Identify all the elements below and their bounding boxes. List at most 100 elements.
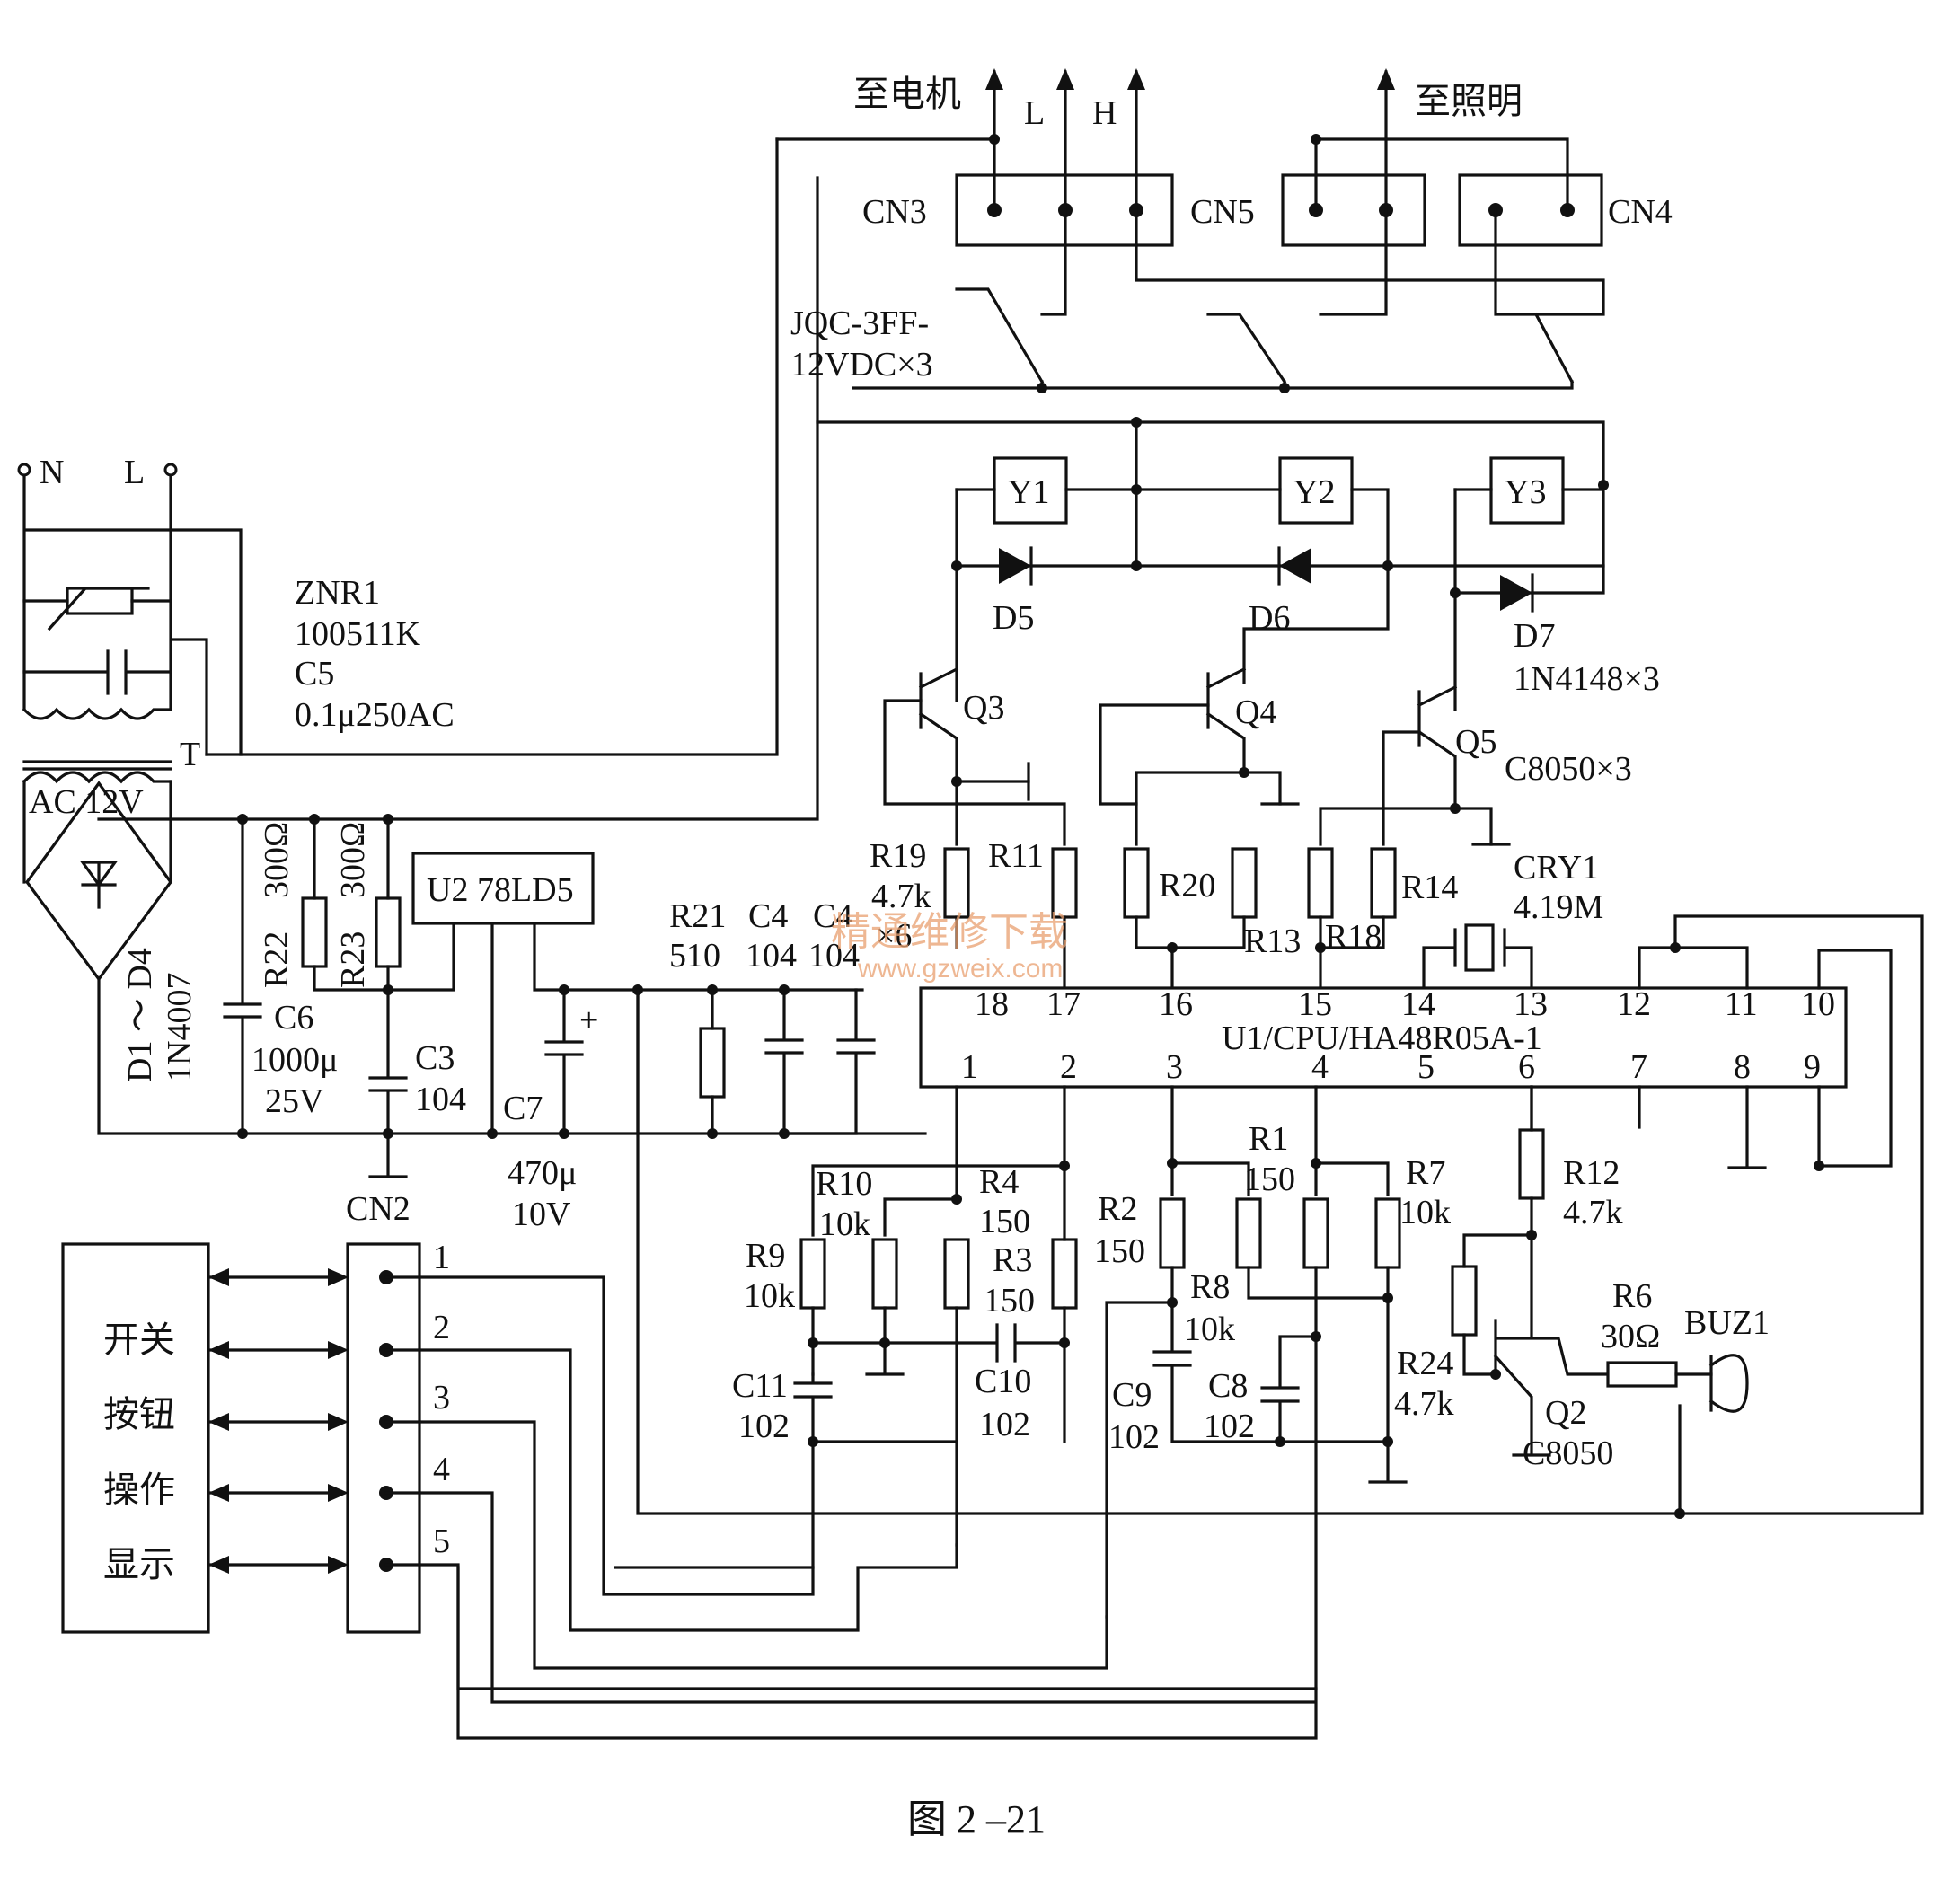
label-r24-value: 4.7k xyxy=(1394,1385,1454,1423)
pin-2: 2 xyxy=(1060,1048,1077,1086)
label-cn5: CN5 xyxy=(1190,193,1255,231)
label-ac12v: AC 12V xyxy=(29,783,144,821)
pin-17: 17 xyxy=(1046,985,1081,1023)
relay-model-line2: 12VDC×3 xyxy=(790,346,933,384)
label-r7-value: 10k xyxy=(1399,1194,1451,1231)
label-cry1: CRY1 xyxy=(1514,849,1599,887)
label-r11: R11 xyxy=(988,837,1044,875)
label-u2: U2 78LD5 xyxy=(427,871,574,909)
label-q2: Q2 xyxy=(1545,1394,1586,1432)
cpu-right-wiring xyxy=(636,914,1924,1519)
label-r21: R21 xyxy=(669,897,726,935)
label-c4a-value: 104 xyxy=(746,937,797,975)
pin-6: 6 xyxy=(1518,1048,1535,1086)
label-cn3: CN3 xyxy=(862,193,927,231)
label-c4-count: ×6 xyxy=(876,917,912,955)
label-znr1: ZNR1 xyxy=(295,574,380,612)
label-r2: R2 xyxy=(1098,1190,1137,1228)
label-r6: R6 xyxy=(1612,1277,1652,1315)
resistor-r13 xyxy=(1231,847,1258,919)
label-r23-value: 300Ω xyxy=(334,822,372,898)
pin-16: 16 xyxy=(1159,985,1193,1023)
label-c8: C8 xyxy=(1208,1367,1248,1405)
resistor-r9 xyxy=(799,1238,826,1310)
label-cn4: CN4 xyxy=(1608,193,1673,231)
keyboard-network xyxy=(614,1085,1078,1569)
resistor-r24 xyxy=(1451,1265,1478,1337)
label-diode-type: 1N4148×3 xyxy=(1514,660,1660,698)
label-r12: R12 xyxy=(1563,1154,1620,1192)
pin-10: 10 xyxy=(1801,985,1835,1023)
label-c9: C9 xyxy=(1112,1376,1152,1414)
label-bridge: D1 ～ D4 xyxy=(121,948,159,1082)
watermark-text: 精通维修下载 xyxy=(831,910,1068,954)
resistor-r14 xyxy=(1370,847,1397,919)
label-r20: R20 xyxy=(1159,867,1215,905)
label-t: T xyxy=(180,736,200,773)
relay-model-line1: JQC-3FF- xyxy=(790,305,929,342)
varistor-znr1 xyxy=(66,587,134,615)
cn2-pin-2: 2 xyxy=(433,1309,450,1346)
pin-1: 1 xyxy=(961,1048,978,1086)
label-cpu: U1/CPU/HA48R05A-1 xyxy=(1222,1019,1542,1057)
crystal-cry1 xyxy=(1422,923,1533,990)
output-connectors xyxy=(775,68,1605,393)
label-r22-value: 300Ω xyxy=(258,822,296,898)
panel-cn2-links xyxy=(208,1268,1318,1740)
label-r2-value: 150 xyxy=(1094,1232,1145,1270)
resistor-r22 xyxy=(301,896,328,968)
pin-8: 8 xyxy=(1734,1048,1751,1086)
control-panel-box xyxy=(61,1242,210,1634)
resistor-r7 xyxy=(1374,1197,1401,1269)
label-c10-value: 102 xyxy=(979,1406,1030,1443)
figure-caption: 图 2 –21 xyxy=(907,1797,1046,1841)
label-c5: C5 xyxy=(295,655,334,693)
label-d6: D6 xyxy=(1249,599,1290,637)
label-r18: R18 xyxy=(1325,918,1382,956)
pin-9: 9 xyxy=(1804,1048,1821,1086)
label-r19: R19 xyxy=(870,837,926,875)
label-cry1-value: 4.19M xyxy=(1514,888,1603,926)
cn2-pin-5: 5 xyxy=(433,1523,450,1560)
panel-line-switch: 开关 xyxy=(103,1320,175,1360)
label-d5: D5 xyxy=(993,599,1034,637)
label-r24: R24 xyxy=(1397,1345,1453,1382)
pin-11: 11 xyxy=(1725,985,1758,1023)
label-c9-value: 102 xyxy=(1108,1418,1160,1456)
watermark-url: www.gzweix.com xyxy=(857,954,1063,984)
cn2-pin-1: 1 xyxy=(433,1239,450,1276)
pin-13: 13 xyxy=(1514,985,1548,1023)
resistor-r20 xyxy=(1123,847,1150,919)
pin-18: 18 xyxy=(975,985,1009,1023)
label-r3: R3 xyxy=(993,1241,1032,1279)
label-r8-value: 10k xyxy=(1184,1311,1235,1348)
label-c7: C7 xyxy=(503,1090,543,1127)
label-r4-value: 150 xyxy=(979,1203,1030,1240)
label-c6: C6 xyxy=(274,999,313,1037)
resistor-r10 xyxy=(871,1238,898,1310)
label-c7-voltage: 10V xyxy=(512,1196,571,1233)
label-buz1: BUZ1 xyxy=(1684,1304,1770,1342)
connector-cn2 xyxy=(346,1242,421,1634)
c7-plus: + xyxy=(579,1002,598,1039)
resistor-r18 xyxy=(1307,847,1334,919)
label-c4b-value: 104 xyxy=(808,937,860,975)
panel-line-display: 显示 xyxy=(103,1544,175,1584)
label-to-motor: 至电机 xyxy=(853,74,961,114)
pin-5: 5 xyxy=(1417,1048,1435,1086)
label-r1-value: 150 xyxy=(1244,1161,1295,1198)
resistor-r19 xyxy=(943,847,970,919)
regulator-u2 xyxy=(411,852,595,925)
label-c6-voltage: 25V xyxy=(265,1082,324,1120)
label-d7: D7 xyxy=(1514,617,1555,655)
pin-15: 15 xyxy=(1298,985,1332,1023)
label-r6-value: 30Ω xyxy=(1601,1318,1660,1355)
resistor-r8 xyxy=(1235,1197,1262,1269)
label-to-lighting: 至照明 xyxy=(1415,81,1523,121)
label-c5-value: 0.1μ250AC xyxy=(295,696,455,734)
cn2-pin-3: 3 xyxy=(433,1379,450,1417)
connector-cn4 xyxy=(1458,173,1603,247)
label-r9-value: 10k xyxy=(744,1277,795,1315)
label-r4: R4 xyxy=(979,1163,1019,1201)
